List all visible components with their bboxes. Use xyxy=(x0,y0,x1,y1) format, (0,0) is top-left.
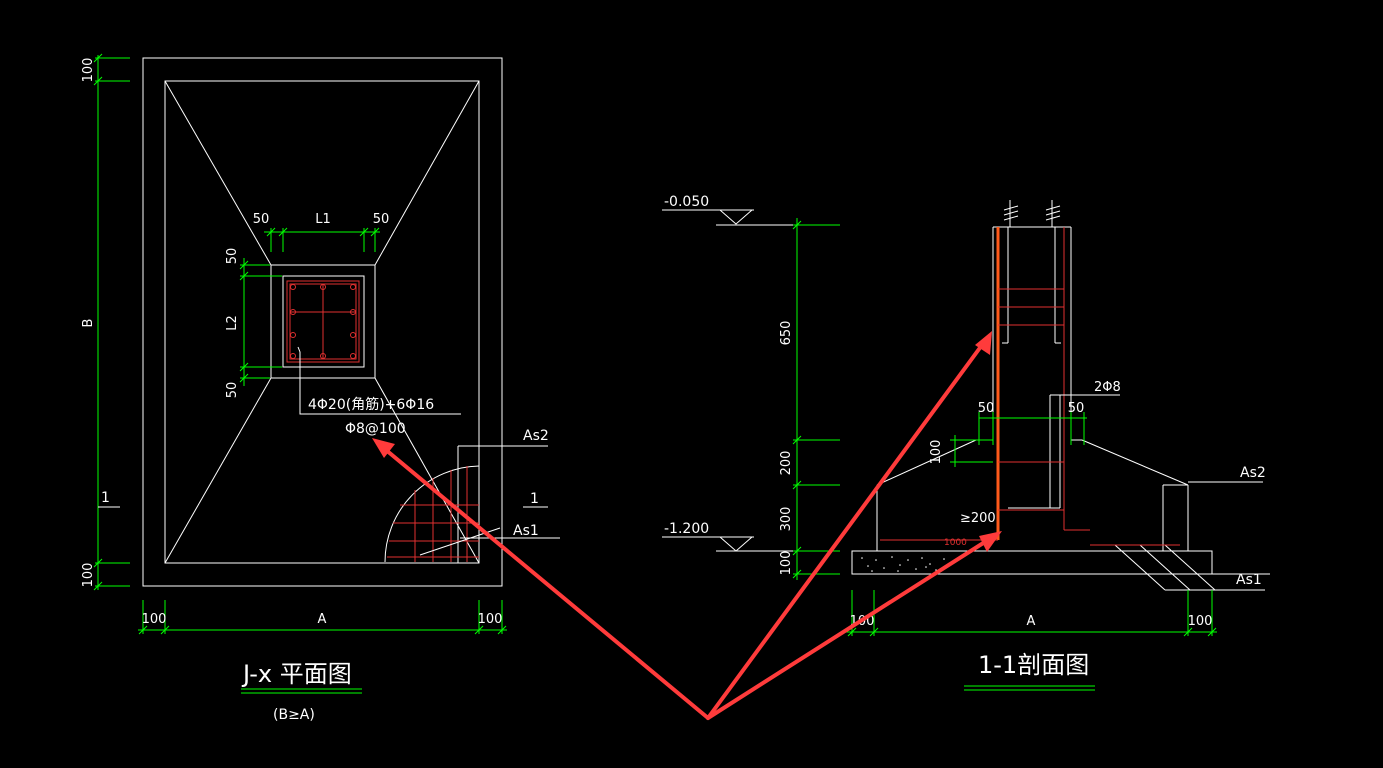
plan-dim-left-100: 100 xyxy=(142,612,167,627)
section-dim-right-100: 100 xyxy=(1188,614,1213,629)
annotation-arrows xyxy=(372,331,1002,720)
section-mark-left: 1 xyxy=(101,490,110,506)
section-dim-200: 200 xyxy=(779,451,794,476)
slope-line-tr xyxy=(374,80,480,266)
section-view: -0.050 -1.200 650 200 300 100 xyxy=(662,194,1270,691)
pedestal-outline xyxy=(270,264,376,379)
pedestal-left-dims xyxy=(239,258,282,386)
as1-leaders xyxy=(1090,544,1265,591)
arrow-to-column-rebar xyxy=(706,343,984,720)
rebar-leader xyxy=(297,346,461,415)
pedestal-dim-L2: L2 xyxy=(225,315,240,331)
arrow-to-base-rebar xyxy=(706,538,990,720)
plan-dim-right-100: 100 xyxy=(478,612,503,627)
level-bottom-text: -1.200 xyxy=(664,521,709,537)
level-symbol-top xyxy=(719,209,753,225)
red-dim-1000: 1000 xyxy=(944,538,967,548)
plan-view: 4Φ20(角筋)+6Φ16 Φ8@100 As2 As1 1 xyxy=(81,53,560,723)
plan-title: J-x 平面图 xyxy=(241,660,352,688)
column-outline xyxy=(282,275,365,368)
corner-rebar-detail xyxy=(384,445,560,563)
plan-dim-bottom-100: 100 xyxy=(81,563,96,588)
plan-subtitle: (B≥A) xyxy=(273,707,315,723)
section-title: 1-1剖面图 xyxy=(978,651,1089,679)
plan-dim-A: A xyxy=(318,612,327,627)
concrete-hatch xyxy=(861,556,945,572)
column-rebar xyxy=(286,280,360,363)
arrow-head-stirrup xyxy=(372,438,395,458)
haunch-dim-100: 100 xyxy=(929,440,944,465)
slope-line-bl xyxy=(164,377,272,564)
section-column-rebar xyxy=(880,227,1090,541)
section-dim-A: A xyxy=(1027,614,1036,629)
haunch-dim-50-right: 50 xyxy=(1068,401,1085,416)
plan-dim-B: B xyxy=(81,319,96,328)
section-as2-label: As2 xyxy=(1240,465,1266,481)
section-dim-650: 650 xyxy=(779,321,794,346)
level-symbol-bottom xyxy=(719,536,753,552)
section-vertical-dims xyxy=(792,218,840,580)
level-top-text: -0.050 xyxy=(664,194,709,210)
plan-vertical-dims xyxy=(93,53,130,591)
arrow-head-base xyxy=(979,531,1002,552)
section-as1-label: As1 xyxy=(1236,572,1262,588)
pedestal-dim-50-bottom: 50 xyxy=(225,382,240,399)
slope-line-br xyxy=(374,377,480,564)
stirrup-note: Φ8@100 xyxy=(345,421,406,437)
pedestal-top-dims xyxy=(264,227,380,252)
as2-label: As2 xyxy=(523,428,549,444)
section-column xyxy=(992,200,1072,509)
slope-line-tl xyxy=(164,80,272,266)
haunch-dim-50-left: 50 xyxy=(978,401,995,416)
ties-label: 2Φ8 xyxy=(1094,380,1121,395)
pedestal-dim-50-right: 50 xyxy=(373,212,390,227)
section-dim-300: 300 xyxy=(779,507,794,532)
footing-outer-outline xyxy=(142,57,503,587)
pedestal-dim-L1: L1 xyxy=(315,212,331,227)
plan-horizontal-dims xyxy=(138,600,507,635)
pedestal-dim-50-left: 50 xyxy=(253,212,270,227)
arrow-head-column xyxy=(975,331,992,355)
footing-inner-outline xyxy=(164,80,480,564)
section-dim-100: 100 xyxy=(779,551,794,576)
haunch-dims xyxy=(950,412,1087,467)
as1-label: As1 xyxy=(513,523,539,539)
min-200-label: ≥200 xyxy=(960,511,996,526)
rebar-note: 4Φ20(角筋)+6Φ16 xyxy=(308,396,434,413)
section-base-slab xyxy=(851,550,1270,575)
arrow-to-stirrup-note xyxy=(384,448,710,720)
plan-dim-top-100: 100 xyxy=(81,58,96,83)
section-mark-right: 1 xyxy=(530,491,539,507)
pedestal-dim-50-top: 50 xyxy=(225,248,240,265)
